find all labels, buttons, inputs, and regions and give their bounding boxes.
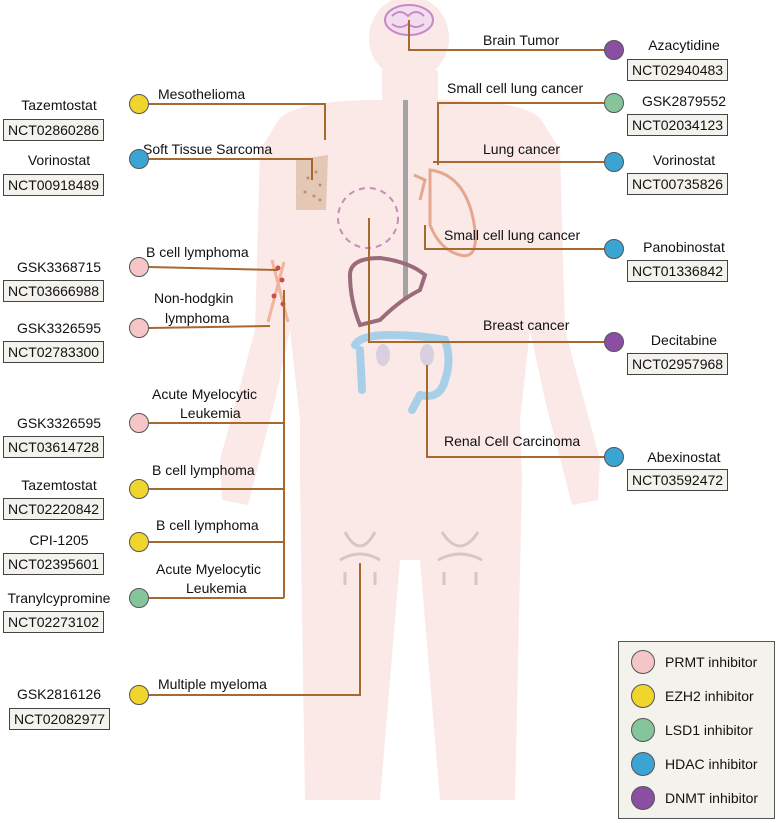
- body-silhouette: [220, 0, 600, 800]
- trial-id-box: NCT02220842: [3, 498, 105, 520]
- disease-label-line1: Acute Myelocytic: [152, 386, 258, 402]
- disease-label-line2: lymphoma: [165, 310, 230, 326]
- inhibitor-dot: [604, 332, 624, 352]
- drug-name: Azacytidine: [648, 37, 720, 53]
- liver-icon: [347, 255, 428, 328]
- inhibitor-dot: [604, 40, 624, 60]
- legend: PRMT inhibitor EZH2 inhibitor LSD1 inhib…: [618, 641, 775, 819]
- drug-name: GSK3368715: [16, 259, 102, 275]
- disease-label: Breast cancer: [483, 317, 570, 333]
- disease-label: Brain Tumor: [483, 32, 560, 48]
- spine-line: [403, 100, 408, 300]
- disease-label-line2: Leukemia: [186, 580, 247, 596]
- inhibitor-dot: [604, 152, 624, 172]
- trial-id-box: NCT01336842: [627, 260, 729, 282]
- connector-breast: [368, 218, 614, 343]
- legend-label: EZH2 inhibitor: [665, 688, 754, 704]
- disease-label-line1: Non-hodgkin: [154, 290, 234, 306]
- drug-name: GSK3326595: [16, 320, 102, 336]
- drug-name: Tazemtostat: [21, 477, 97, 493]
- inhibitor-dot: [129, 479, 149, 499]
- disease-label: Lung cancer: [483, 141, 561, 157]
- drug-name: Tranylcypromine: [7, 590, 111, 606]
- connector-sarcoma: [149, 158, 313, 180]
- drug-name: Vorinostat: [27, 152, 91, 168]
- disease-label-line1: Acute Myelocytic: [156, 561, 262, 577]
- legend-swatch: [631, 786, 655, 810]
- drug-name: GSK2816126: [16, 686, 102, 702]
- drug-name: GSK3326595: [16, 415, 102, 431]
- inhibitor-dot: [129, 532, 149, 552]
- trial-id-box: NCT00735826: [627, 173, 729, 195]
- trial-id-box: NCT03614728: [3, 436, 105, 458]
- trial-id-box: NCT02034123: [627, 114, 729, 136]
- trial-id-box: NCT02860286: [3, 119, 105, 141]
- legend-label: PRMT inhibitor: [665, 654, 758, 670]
- connector-lines: [148, 20, 615, 696]
- sarcoma-tissue-icon: [296, 155, 328, 210]
- trial-id-box: NCT03592472: [627, 469, 729, 491]
- inhibitor-dot: [129, 257, 149, 277]
- connector-panobinostat: [424, 225, 604, 250]
- kidney-icon: [376, 344, 434, 366]
- connector-mesothelioma: [149, 103, 326, 140]
- legend-swatch: [631, 718, 655, 742]
- inhibitor-dot: [129, 413, 149, 433]
- trial-id-box: NCT02957968: [627, 353, 729, 375]
- trial-id-box: NCT02940483: [627, 59, 729, 81]
- disease-label: Soft Tissue Sarcoma: [143, 141, 273, 157]
- drug-name: Panobinostat: [643, 239, 725, 255]
- legend-swatch: [631, 752, 655, 776]
- legend-item-hdac: HDAC inhibitor: [631, 752, 758, 776]
- drug-name: GSK2879552: [641, 93, 727, 109]
- legend-item-ezh2: EZH2 inhibitor: [631, 684, 754, 708]
- inhibitor-dot: [129, 318, 149, 338]
- connector-nhl: [148, 325, 271, 329]
- inhibitor-dot: [129, 94, 149, 114]
- intestine-icon: [351, 330, 453, 414]
- inhibitor-dot: [129, 685, 149, 705]
- legend-label: LSD1 inhibitor: [665, 722, 753, 738]
- inhibitor-dot: [129, 588, 149, 608]
- legend-swatch: [631, 650, 655, 674]
- disease-label: Multiple myeloma: [158, 676, 267, 692]
- drug-name: Abexinostat: [647, 449, 721, 465]
- inhibitor-dot: [604, 239, 624, 259]
- legend-label: HDAC inhibitor: [665, 756, 758, 772]
- inhibitor-dot: [129, 149, 149, 169]
- disease-label: Small cell lung cancer: [444, 227, 581, 243]
- disease-label: Small cell lung cancer: [447, 80, 584, 96]
- trial-id-box: NCT02395601: [3, 553, 105, 575]
- trial-id-box: NCT03666988: [3, 280, 105, 302]
- legend-item-prmt: PRMT inhibitor: [631, 650, 757, 674]
- drug-name: CPI-1205: [29, 532, 89, 548]
- disease-label-line2: Leukemia: [180, 405, 241, 421]
- drug-name: Vorinostat: [652, 152, 716, 168]
- connector-lsd1-sclc: [437, 102, 604, 165]
- disease-label: B cell lymphoma: [156, 517, 259, 533]
- legend-item-dnmt: DNMT inhibitor: [631, 786, 758, 810]
- trial-id-box: NCT00918489: [3, 174, 105, 196]
- legend-swatch: [631, 684, 655, 708]
- connector-bcell-1: [148, 266, 279, 271]
- disease-label: B cell lymphoma: [146, 244, 249, 260]
- knee-joint-icon: [339, 531, 483, 585]
- inhibitor-dot: [604, 447, 624, 467]
- trial-id-box: NCT02082977: [9, 708, 111, 730]
- connector-myeloma: [149, 563, 361, 696]
- sarcoma-dots: [303, 170, 322, 202]
- disease-label: B cell lymphoma: [152, 462, 255, 478]
- disease-label: Mesothelioma: [158, 86, 246, 102]
- drug-name: Tazemtostat: [21, 97, 97, 113]
- inhibitor-dot: [604, 93, 624, 113]
- legend-item-lsd1: LSD1 inhibitor: [631, 718, 753, 742]
- connector-brain: [408, 20, 610, 51]
- trial-id-box: NCT02783300: [3, 341, 105, 363]
- legend-label: DNMT inhibitor: [665, 790, 759, 806]
- drug-name: Decitabine: [650, 332, 718, 348]
- connector-kidney: [426, 365, 615, 458]
- trial-id-box: NCT02273102: [3, 611, 105, 633]
- disease-label: Renal Cell Carcinoma: [444, 433, 581, 449]
